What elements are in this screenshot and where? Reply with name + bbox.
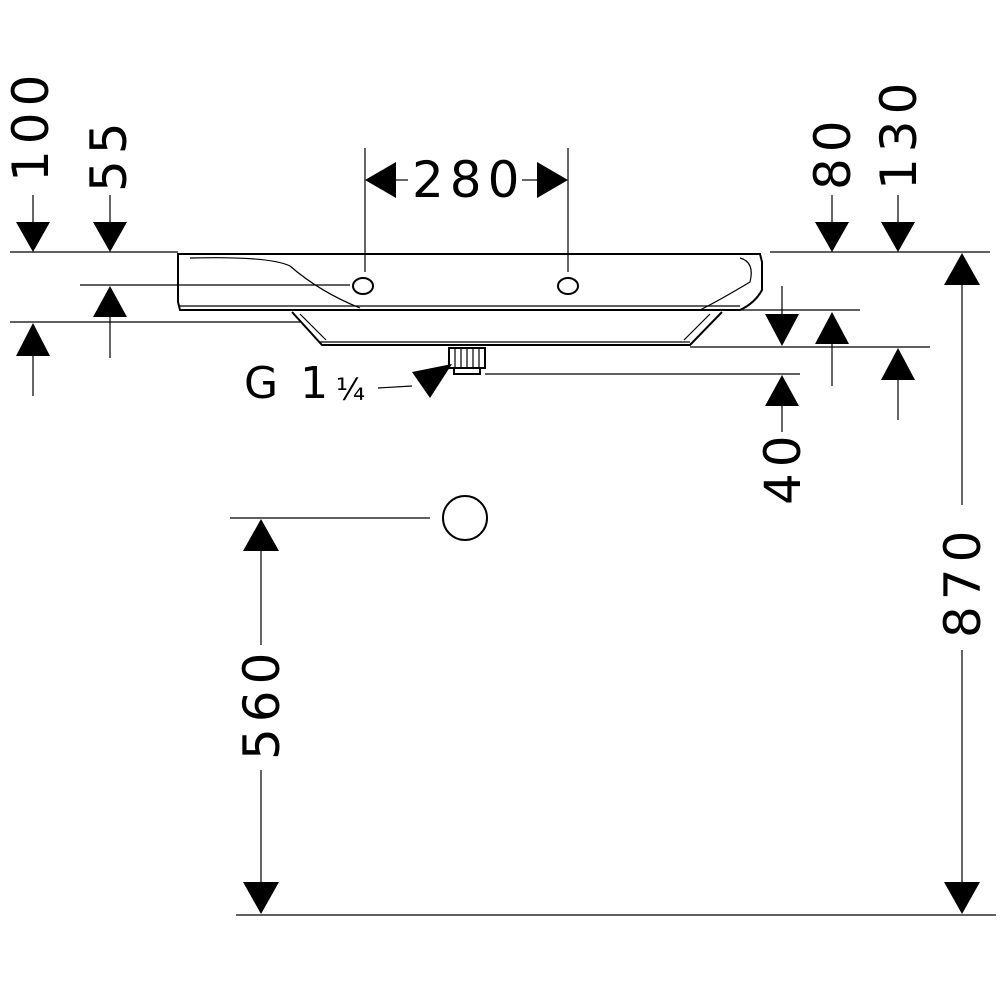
dimension-100: 100 xyxy=(2,69,60,396)
extension-lines xyxy=(10,148,996,916)
basin-profile xyxy=(177,253,763,346)
dimension-560: 560 xyxy=(233,519,291,914)
drain-thread-callout: G 1 ¼ xyxy=(244,358,452,409)
dim-label-280: 280 xyxy=(412,151,525,209)
dimension-55: 55 xyxy=(80,116,138,358)
dim-label-55: 55 xyxy=(80,116,138,192)
dimension-870: 870 xyxy=(934,253,992,914)
dimension-40: 40 xyxy=(754,286,812,505)
dim-label-100: 100 xyxy=(2,69,60,182)
drain-fitting xyxy=(448,347,486,375)
dim-label-40: 40 xyxy=(754,429,812,505)
thread-label: G 1 xyxy=(244,358,332,409)
dim-label-870: 870 xyxy=(934,525,992,638)
dim-label-80: 80 xyxy=(804,114,862,190)
tap-hole-left xyxy=(352,277,374,295)
dimension-280: 280 xyxy=(365,151,568,209)
dimension-130: 130 xyxy=(870,77,928,420)
tap-hole-right xyxy=(557,277,579,295)
waste-pipe-symbol xyxy=(442,495,488,541)
thread-fraction: ¼ xyxy=(336,373,365,408)
dim-label-130: 130 xyxy=(870,77,928,190)
dimension-80: 80 xyxy=(804,114,862,386)
dim-label-560: 560 xyxy=(233,647,291,760)
